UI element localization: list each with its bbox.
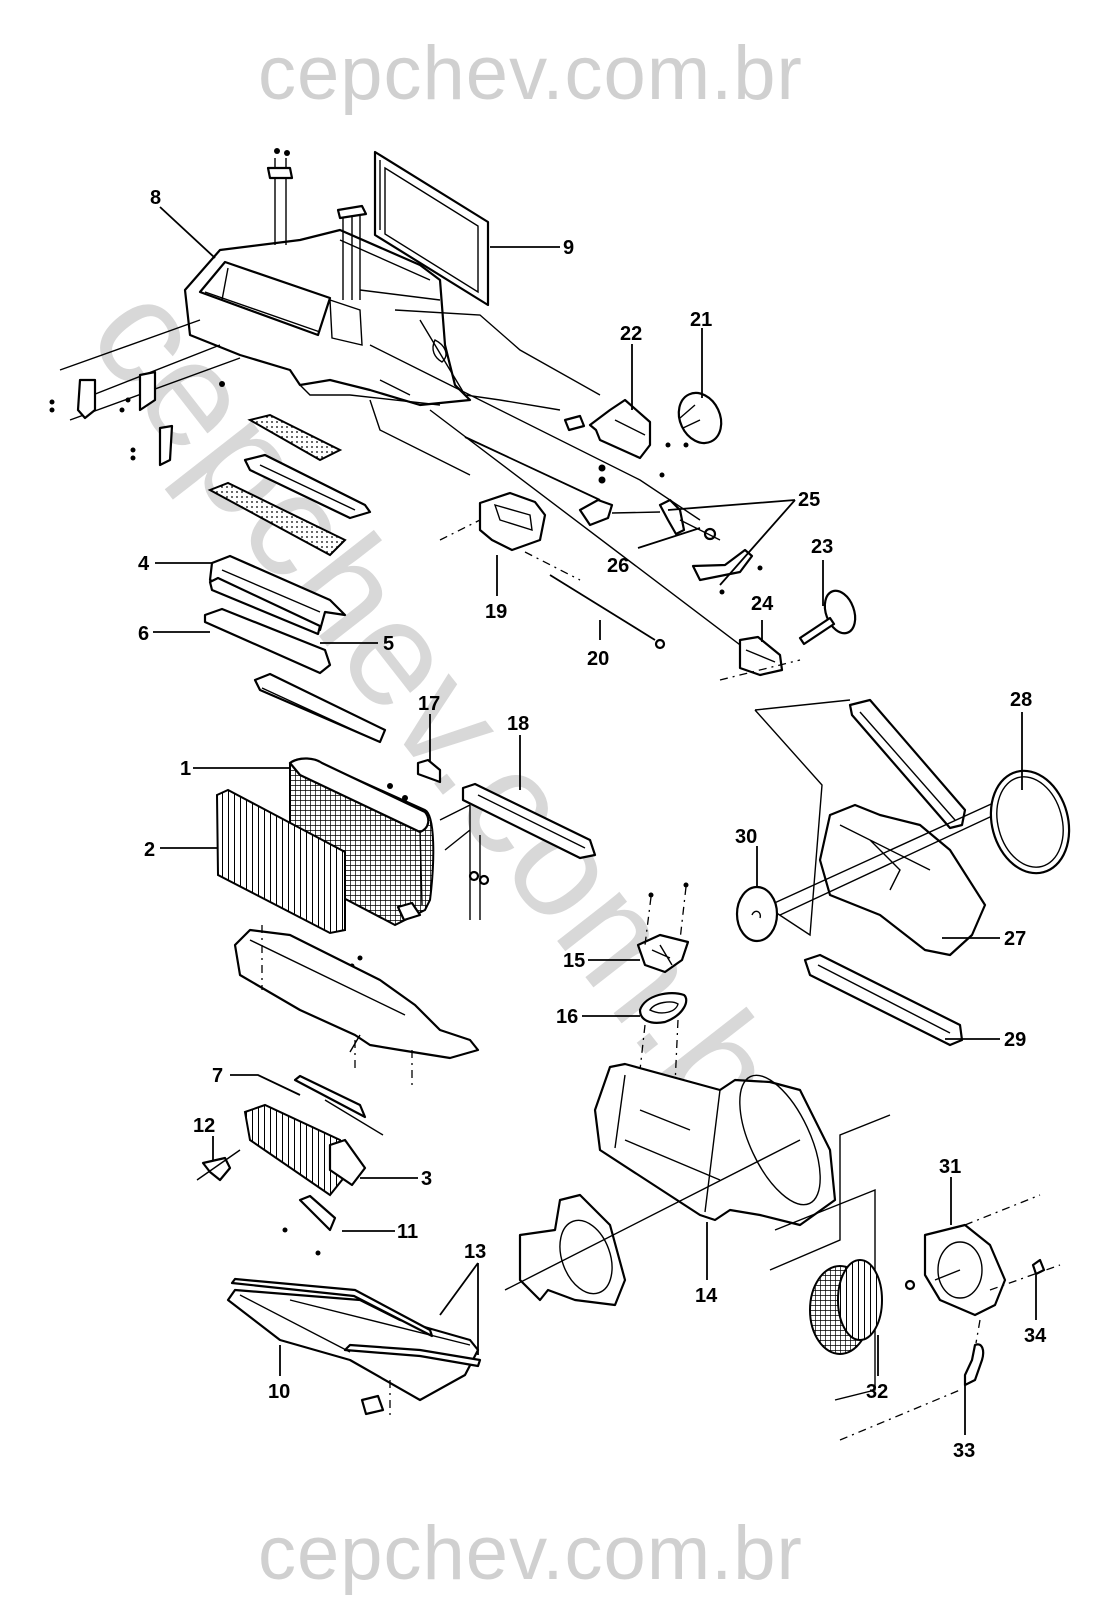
callout-labels: 8 9 22 21 25 26 19 20 23 24 4 5 6 17 18 … [138, 187, 1047, 1462]
callout-12: 12 [193, 1115, 215, 1137]
part-16-gasket [638, 992, 688, 1086]
part-5-strip [208, 576, 322, 636]
callout-5: 5 [383, 633, 394, 655]
part-29-gasket [803, 953, 964, 1047]
part-12-clip [196, 1149, 241, 1182]
part-7-seal [293, 1074, 384, 1136]
bottom-watermark: cepchev.com.br [258, 1511, 803, 1596]
callout-33: 33 [953, 1440, 975, 1462]
part-23-knob [798, 589, 857, 646]
callout-30: 30 [735, 826, 757, 848]
part-27-air-inlet [818, 803, 987, 957]
part-upper-damper-panel [848, 698, 967, 830]
part-32-blower-wheel [809, 1259, 916, 1355]
callout-21: 21 [690, 309, 712, 331]
part-31-motor [923, 1194, 1061, 1317]
part-28-seal-ring [989, 769, 1071, 875]
callout-28: 28 [1010, 689, 1032, 711]
part-33-hose [839, 1319, 985, 1441]
part-2-filter [215, 788, 346, 935]
part-25-link-assembly [578, 498, 763, 595]
part-18-trim [461, 782, 597, 860]
part-6-flap [203, 607, 332, 675]
callout-2: 2 [144, 839, 155, 861]
callout-23: 23 [811, 536, 833, 558]
part-30-cap [735, 885, 779, 943]
part-21-actuator [677, 391, 723, 448]
callout-18: 18 [507, 713, 529, 735]
part-11-clip [282, 1194, 337, 1256]
part-24-bracket [719, 635, 801, 681]
callout-32: 32 [866, 1381, 888, 1403]
callout-24: 24 [751, 593, 774, 615]
callout-26: 26 [607, 555, 629, 577]
callout-20: 20 [587, 648, 609, 670]
callout-27: 27 [1004, 928, 1026, 950]
part-14-blower-housing [593, 1062, 837, 1227]
part-lower-grid [253, 672, 387, 744]
part-34-clip [1031, 1258, 1046, 1276]
top-watermark: cepchev.com.br [258, 31, 803, 116]
callout-11: 11 [397, 1221, 418, 1243]
callout-15: 15 [563, 950, 585, 972]
part-15-resistor [636, 882, 690, 974]
part-22-bracket [563, 398, 671, 484]
callout-22: 22 [620, 323, 642, 345]
part-8-upper-case [49, 148, 472, 467]
part-inlet-ring [504, 1139, 801, 1307]
callout-10: 10 [268, 1381, 290, 1403]
callout-9: 9 [563, 237, 574, 259]
part-19-housing [439, 491, 581, 581]
callout-13: 13 [464, 1241, 486, 1263]
part-13-seal-strips [230, 1277, 482, 1368]
part-filter-upper [207, 413, 372, 557]
part-3-blower-box [243, 1103, 367, 1197]
part-lower-case [233, 925, 480, 1085]
callout-4: 4 [138, 553, 150, 575]
part-17-bracket [349, 758, 442, 969]
leader-lines [153, 206, 1037, 1435]
callout-7: 7 [212, 1065, 223, 1087]
part-9-frame [373, 150, 490, 307]
callout-1: 1 [180, 758, 191, 780]
callout-17: 17 [418, 693, 440, 715]
callout-14: 14 [695, 1285, 718, 1307]
callout-25: 25 [798, 489, 820, 511]
callout-16: 16 [556, 1006, 578, 1028]
callout-19: 19 [485, 601, 507, 623]
callout-31: 31 [939, 1156, 961, 1178]
callout-29: 29 [1004, 1029, 1026, 1051]
part-20-rod [549, 574, 666, 650]
callout-8: 8 [150, 187, 161, 209]
callout-6: 6 [138, 623, 149, 645]
callout-3: 3 [421, 1168, 432, 1190]
callout-34: 34 [1024, 1325, 1047, 1347]
